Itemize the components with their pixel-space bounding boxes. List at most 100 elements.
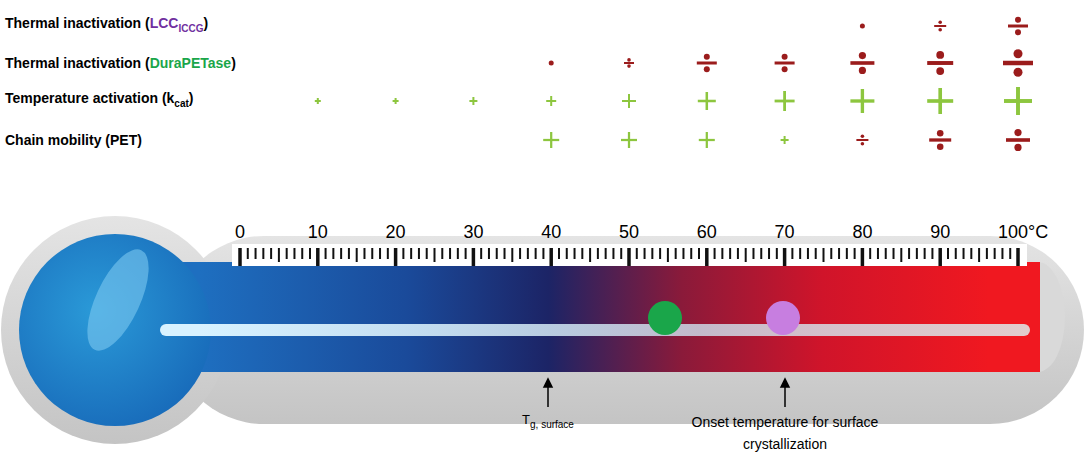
- scale-tick: [496, 248, 498, 259]
- scale-tick: [682, 248, 684, 259]
- symbol-part: [317, 98, 319, 104]
- durapetase-marker: [648, 301, 682, 335]
- scale-tick: [605, 248, 607, 259]
- scale-tick: [830, 248, 832, 259]
- scale-number: 80: [852, 222, 872, 242]
- scale-tick: [286, 248, 288, 259]
- scale-tick: [255, 248, 257, 259]
- symbol-part: [706, 132, 708, 148]
- symbol-part: [550, 132, 552, 148]
- scale-tick: [924, 248, 926, 259]
- scale-tick: [651, 248, 653, 259]
- scale-ticks: [240, 248, 1018, 266]
- scale-tick: [737, 248, 739, 259]
- label-part: cat: [174, 98, 188, 109]
- symbol-part: [1015, 17, 1021, 23]
- scale-number: 10: [308, 222, 328, 242]
- scale-tick: [916, 248, 918, 259]
- scale-tick: [1009, 248, 1011, 259]
- scale-number: 100°C: [998, 222, 1048, 242]
- scale-tick: [846, 248, 848, 259]
- scale-tick: [472, 248, 476, 266]
- scale-tick: [449, 248, 451, 259]
- bulb-highlight: [75, 241, 161, 359]
- label-part: ICCG: [178, 23, 203, 34]
- scale-tick: [402, 248, 404, 259]
- scale-tick: [325, 248, 327, 259]
- symbol-part: [550, 96, 552, 106]
- scale-tick: [908, 248, 910, 259]
- symbol-part: [775, 62, 795, 65]
- scale-band: [232, 244, 1027, 266]
- scale-tick: [418, 248, 420, 259]
- onset-label: Onset temperature for surface crystalliz…: [690, 411, 880, 455]
- scale-tick: [340, 248, 342, 259]
- scale-tick: [768, 248, 770, 259]
- scale-tick: [838, 248, 840, 259]
- scale-tick: [566, 248, 568, 259]
- scale-tick: [783, 248, 787, 266]
- scale-tick: [745, 248, 747, 262]
- scale-tick: [589, 248, 591, 262]
- scale-tick: [659, 248, 661, 259]
- row-label: Thermal inactivation (DuraPETase): [5, 54, 236, 72]
- scale-tick: [877, 248, 879, 259]
- symbol-part: [859, 52, 866, 59]
- scale-number: 0: [235, 222, 245, 242]
- label-part: Thermal inactivation (: [5, 15, 150, 31]
- scale-tick: [994, 248, 996, 259]
- symbol-part: [783, 91, 786, 111]
- label-part: g, surface: [530, 419, 574, 430]
- scale-tick: [938, 248, 942, 266]
- symbol-part: [938, 88, 942, 114]
- scale-tick: [978, 248, 980, 262]
- symbol-part: [861, 134, 865, 138]
- scale-tick: [823, 248, 825, 262]
- symbol-part: [627, 58, 631, 62]
- scale-tick: [760, 248, 762, 259]
- label-part: ): [231, 55, 236, 71]
- scale-tick: [815, 248, 817, 259]
- scale-number: 60: [697, 222, 717, 242]
- symbol-part: [1014, 144, 1021, 151]
- symbol-part: [1016, 87, 1020, 115]
- scale-tick: [675, 248, 677, 259]
- scale-tick: [278, 248, 280, 262]
- label-part: Thermal inactivation (: [5, 55, 150, 71]
- symbol-part: [782, 54, 788, 60]
- scale-tick: [752, 248, 754, 259]
- scale-tick: [262, 248, 264, 259]
- symbol-part: [628, 132, 630, 148]
- scale-tick: [488, 248, 490, 259]
- scale-tick: [480, 248, 482, 259]
- scale-tick: [238, 248, 242, 266]
- symbol-part: [1006, 138, 1030, 142]
- symbol-part: [937, 130, 944, 137]
- scale-tick: [309, 248, 311, 259]
- scale-tick: [363, 248, 365, 259]
- symbol-part: [1014, 129, 1021, 136]
- scale-number: 20: [386, 222, 406, 242]
- symbol-part: [1003, 61, 1033, 66]
- scale-tick: [861, 248, 865, 266]
- row-label: Thermal inactivation (LCCICCG): [5, 14, 208, 38]
- pointer-arrows: [544, 379, 789, 407]
- label-part: DuraPETase: [150, 55, 231, 71]
- scale-tick: [332, 248, 334, 259]
- scale-tick: [893, 248, 895, 259]
- symbol-part: [934, 25, 946, 27]
- symbol-part: [937, 144, 944, 151]
- scale-number: 70: [775, 222, 795, 242]
- scale-tick: [356, 248, 358, 262]
- label-part: Chain mobility (PET): [5, 132, 142, 148]
- scale-tick: [394, 248, 398, 266]
- scale-tick: [667, 248, 669, 262]
- scale-tick: [410, 248, 412, 259]
- scale-tick: [729, 248, 731, 259]
- symbol-part: [472, 97, 474, 105]
- symbol-part: [938, 28, 942, 32]
- scale-tick: [963, 248, 965, 259]
- scale-tick: [574, 248, 576, 259]
- symbol-part: [861, 142, 865, 146]
- scale-tick: [379, 248, 381, 259]
